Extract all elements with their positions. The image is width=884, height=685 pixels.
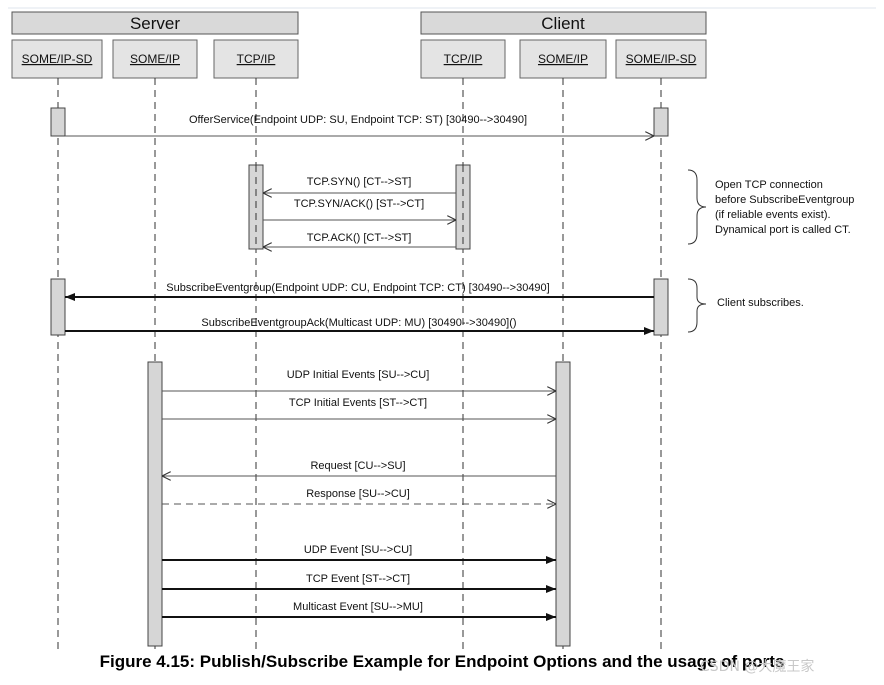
note-line: Client subscribes. [717, 297, 804, 309]
lane-label: TCP/IP [237, 52, 276, 66]
activation-bar [555, 361, 571, 647]
message-udp-initial-events: UDP Initial Events [SU-->CU] [162, 369, 556, 391]
client-group-label: Client [541, 14, 585, 33]
activation-bar [147, 361, 163, 647]
activation-bar [50, 107, 66, 137]
message-subscribe-eventgroup-ack: SubscribeEventgroupAck(Multicast UDP: MU… [65, 317, 654, 335]
lane-label: TCP/IP [444, 52, 483, 66]
message-tcp-syn-ack: TCP.SYN/ACK() [ST-->CT] [263, 198, 456, 220]
sequence-diagram: Server Client SOME/IP-SD SOME/IP TCP/IP … [8, 7, 876, 650]
lane-label: SOME/IP [130, 52, 180, 66]
activation-bar [50, 278, 66, 336]
figure-caption: Figure 4.15: Publish/Subscribe Example f… [99, 652, 785, 671]
activation-bar [653, 278, 669, 336]
message-request: Request [CU-->SU] [162, 460, 556, 476]
brace-icon [687, 169, 707, 245]
message-label: TCP.ACK() [CT-->ST] [307, 232, 412, 244]
message-label: Response [SU-->CU] [306, 488, 410, 500]
message-tcp-initial-events: TCP Initial Events [ST-->CT] [162, 397, 556, 419]
message-label: Multicast Event [SU-->MU] [293, 601, 423, 613]
message-label: OfferService(Endpoint UDP: SU, Endpoint … [189, 114, 527, 126]
lane-header-client-someip: SOME/IP [519, 39, 607, 79]
message-response: Response [SU-->CU] [162, 488, 556, 504]
activation-bar [653, 107, 669, 137]
lane-label: SOME/IP [538, 52, 588, 66]
lane-label: SOME/IP-SD [22, 52, 93, 66]
message-label: TCP.SYN() [CT-->ST] [307, 176, 412, 188]
message-offer-service: OfferService(Endpoint UDP: SU, Endpoint … [65, 114, 654, 136]
message-tcp-syn: TCP.SYN() [CT-->ST] [263, 176, 456, 193]
watermark: CSDN @大魔王家 [700, 659, 815, 675]
note-line: (if reliable events exist). [715, 209, 831, 221]
message-label: TCP.SYN/ACK() [ST-->CT] [294, 198, 424, 210]
message-label: TCP Event [ST-->CT] [306, 573, 410, 585]
note-client-subscribes: Client subscribes. [687, 278, 804, 333]
server-group-label: Server [130, 14, 180, 33]
message-label: UDP Event [SU-->CU] [304, 544, 412, 556]
message-label: SubscribeEventgroup(Endpoint UDP: CU, En… [166, 282, 549, 294]
message-subscribe-eventgroup: SubscribeEventgroup(Endpoint UDP: CU, En… [65, 282, 654, 301]
server-group-header: Server [11, 11, 299, 35]
client-group-header: Client [420, 11, 707, 35]
message-label: TCP Initial Events [ST-->CT] [289, 397, 427, 409]
note-line: Open TCP connection [715, 179, 823, 191]
note-open-tcp-connection: Open TCP connection before SubscribeEven… [687, 169, 854, 245]
message-udp-event: UDP Event [SU-->CU] [162, 544, 556, 564]
message-label: SubscribeEventgroupAck(Multicast UDP: MU… [201, 317, 516, 329]
note-line: before SubscribeEventgroup [715, 194, 854, 206]
lane-header-server-someip-sd: SOME/IP-SD [11, 39, 103, 79]
message-tcp-ack: TCP.ACK() [CT-->ST] [263, 232, 456, 247]
lane-header-server-someip: SOME/IP [112, 39, 198, 79]
lane-header-server-tcpip: TCP/IP [213, 39, 299, 79]
message-tcp-event: TCP Event [ST-->CT] [162, 573, 556, 593]
lane-header-client-someip-sd: SOME/IP-SD [615, 39, 707, 79]
brace-icon [687, 278, 707, 333]
lane-label: SOME/IP-SD [626, 52, 697, 66]
message-multicast-event: Multicast Event [SU-->MU] [162, 601, 556, 621]
message-label: UDP Initial Events [SU-->CU] [287, 369, 430, 381]
lane-header-client-tcpip: TCP/IP [420, 39, 506, 79]
message-label: Request [CU-->SU] [310, 460, 405, 472]
note-line: Dynamical port is called CT. [715, 224, 851, 236]
